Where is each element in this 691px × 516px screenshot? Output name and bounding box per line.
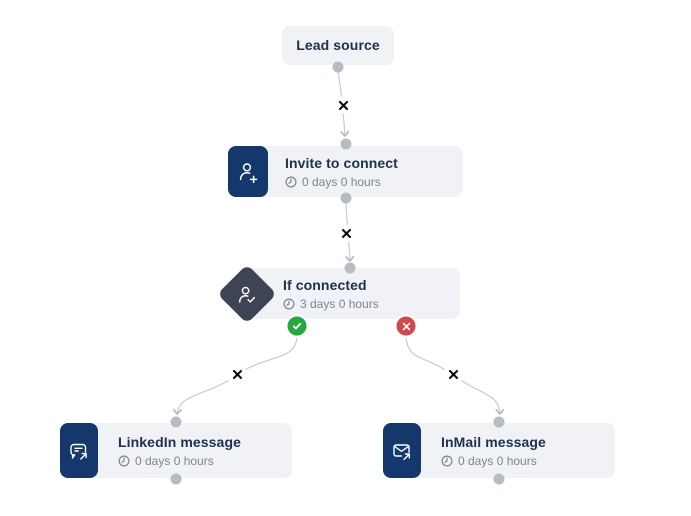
cross-circle-icon[interactable] [394,314,418,338]
node-title: Lead source [296,37,380,53]
node-title: Invite to connect [285,154,398,171]
node-delay: 0 days 0 hours [118,454,241,468]
x-marker-icon-edge-no-inmail[interactable] [444,365,462,383]
clock-icon [283,297,295,310]
node-content: LinkedIn message 0 days 0 hours [118,434,241,468]
node-content: InMail message 0 days 0 hours [441,434,546,468]
connector-dot-lead-bottom[interactable] [332,61,344,73]
clock-icon [285,175,297,188]
node-content: If connected 3 days 0 hours [283,277,379,311]
node-invite-to-connect[interactable]: Invite to connect 0 days 0 hours [228,146,463,197]
node-if-connected[interactable]: If connected 3 days 0 hours [248,268,460,319]
x-marker-icon-edge-lead-invite[interactable] [334,96,352,114]
node-title: InMail message [441,433,546,450]
node-delay: 0 days 0 hours [441,454,546,468]
connector-dot-invite-bottom[interactable] [340,192,352,204]
connector-dot-inmail-bottom[interactable] [493,473,505,485]
person-check-icon[interactable] [217,264,277,324]
delay-text: 0 days 0 hours [135,453,214,468]
connector-dot-if-top[interactable] [344,262,356,274]
x-marker-icon-edge-invite-if[interactable] [337,224,355,242]
connector-dot-linkedin-bottom[interactable] [170,473,182,485]
chat-bubble-send-icon [60,423,98,478]
person-add-icon [228,146,268,197]
node-content: Invite to connect 0 days 0 hours [285,155,398,189]
node-lead-source[interactable]: Lead source [282,26,394,65]
node-title: LinkedIn message [118,433,241,450]
envelope-send-icon [383,423,421,478]
x-marker-icon-edge-yes-linkedin[interactable] [228,365,246,383]
node-title: If connected [283,276,367,293]
check-circle-icon[interactable] [285,314,309,338]
connector-dot-inmail-top[interactable] [493,416,505,428]
node-delay: 0 days 0 hours [285,175,398,189]
connector-dot-linkedin-top[interactable] [170,416,182,428]
connector-dot-invite-top[interactable] [340,138,352,150]
delay-text: 3 days 0 hours [300,296,379,311]
clock-icon [441,454,453,467]
node-linkedin-message[interactable]: LinkedIn message 0 days 0 hours [60,423,292,478]
delay-text: 0 days 0 hours [302,174,381,189]
node-delay: 3 days 0 hours [283,297,379,311]
delay-text: 0 days 0 hours [458,453,537,468]
node-inmail-message[interactable]: InMail message 0 days 0 hours [383,423,615,478]
clock-icon [118,454,130,467]
